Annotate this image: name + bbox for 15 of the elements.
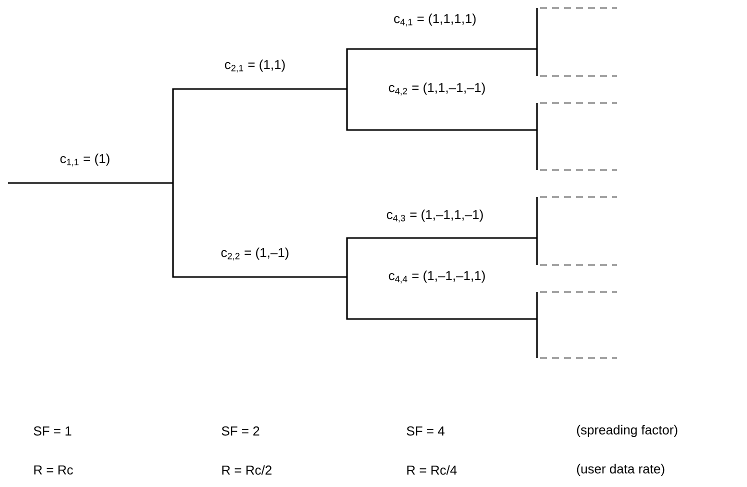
code-label: c$_{2,1}$ = (1,1) — [224, 60, 285, 72]
code-label: c$_{2,2}$ = (1,–1) — [221, 248, 288, 260]
code-label: c$_{4,4}$ = (1,–1,–1,1) — [388, 270, 485, 284]
spreading-factor-label: SF = 2 — [222, 426, 260, 436]
data-rate-label: R = Rc/4 — [407, 465, 457, 475]
note-text: (user data rate) — [577, 464, 664, 476]
code-label: c$_{4,1}$ = (1,1,1,1) — [394, 14, 476, 26]
data-rate-label: R = Rc — [34, 465, 73, 475]
code-label: c$_{4,3}$ = (1,–1,1,–1) — [386, 210, 483, 222]
data-rate-label: R = Rc/2 — [222, 465, 272, 475]
note-text: (spreading factor) — [577, 424, 678, 438]
code-label: c$_{1,1}$ = (1) — [60, 154, 110, 166]
spreading-factor-label: SF = 1 — [34, 426, 72, 436]
code-label: c$_{4,2}$ = (1,1,–1,–1) — [388, 82, 485, 96]
spreading-factor-label: SF = 4 — [406, 426, 444, 436]
